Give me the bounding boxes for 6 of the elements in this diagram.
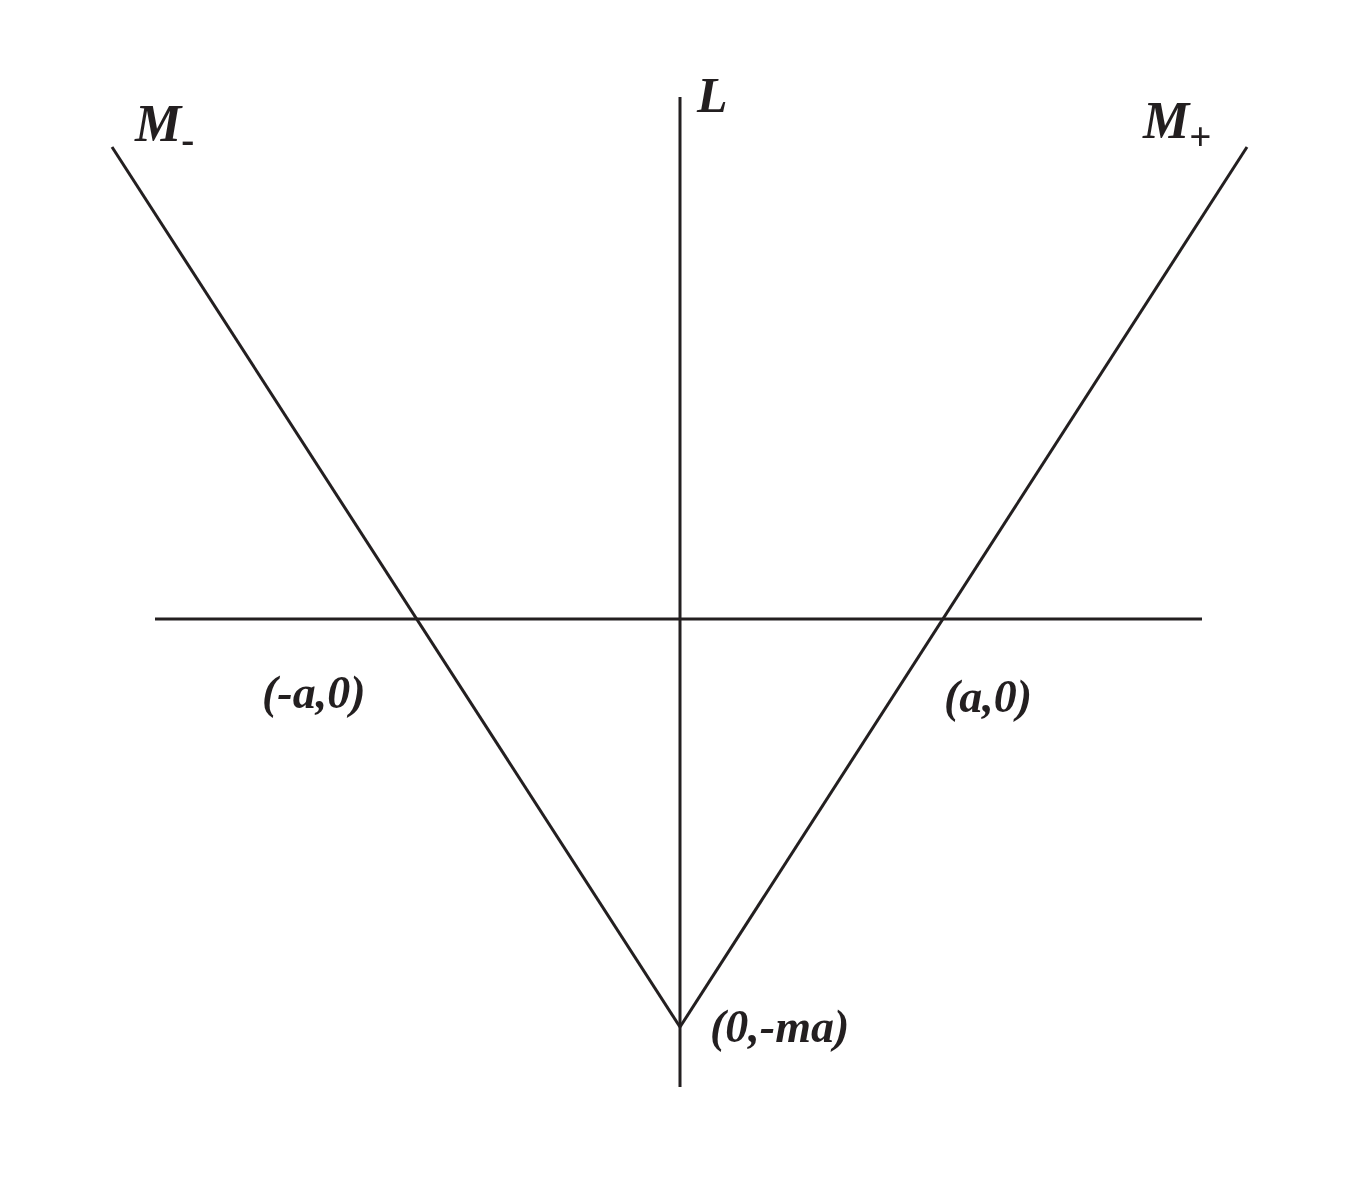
point-label: (-a,0) (262, 670, 366, 716)
line-label: M$_{-}$ (135, 98, 195, 159)
point-label: (0,-ma) (710, 1004, 850, 1050)
line-label: M$_{+}$ (1143, 95, 1212, 156)
point-label: (a,0) (944, 674, 1033, 720)
line-label: L (697, 70, 728, 120)
